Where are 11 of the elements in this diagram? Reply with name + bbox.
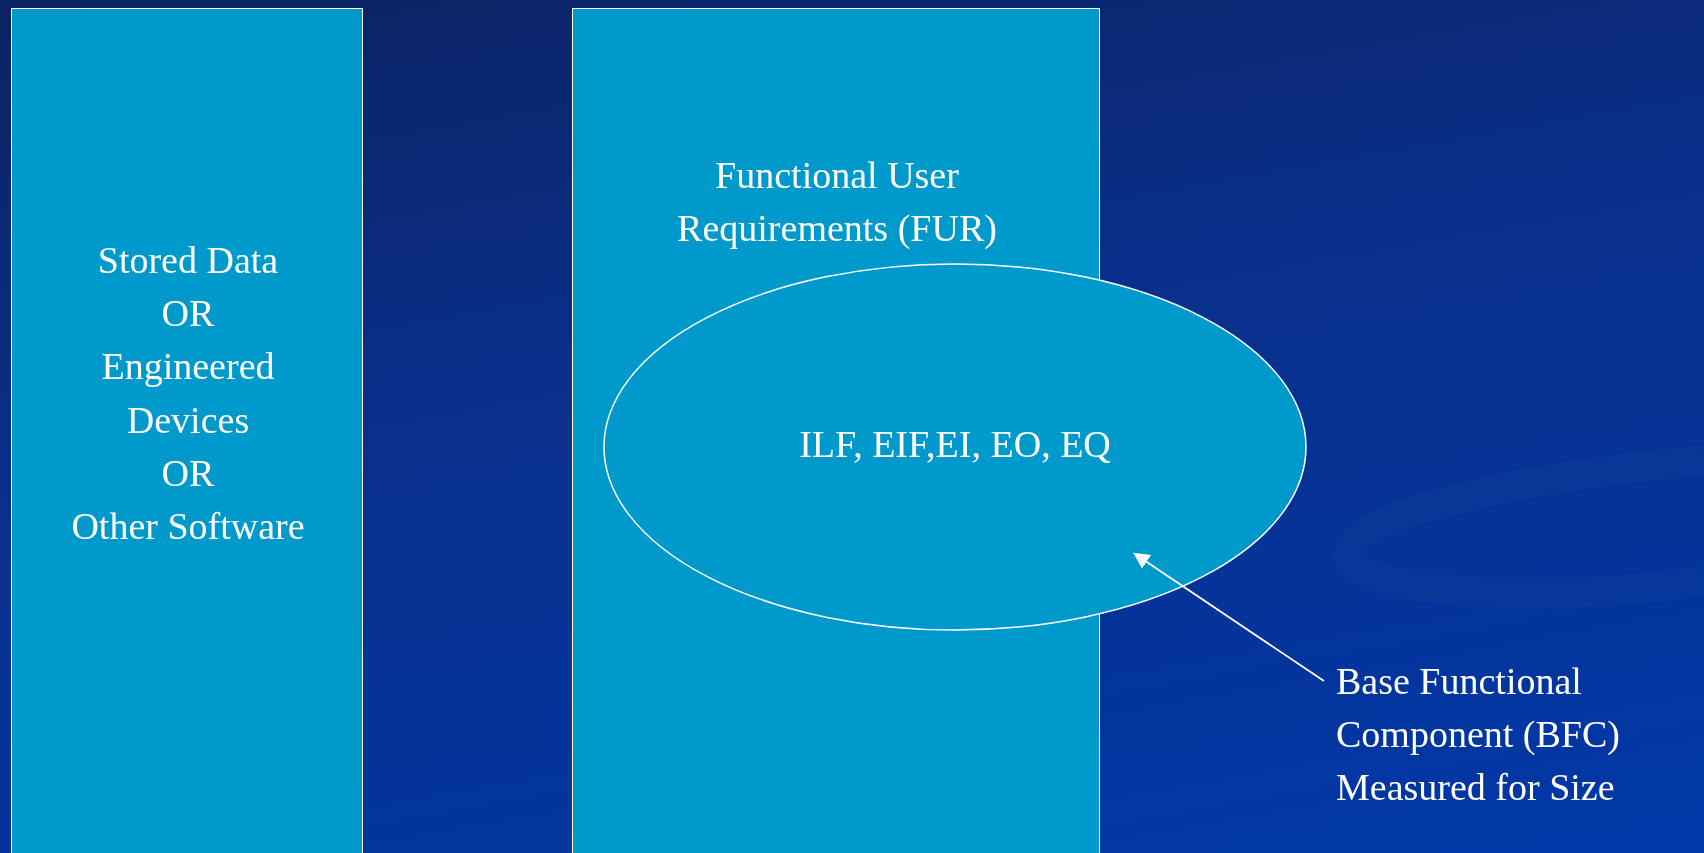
panel-label: OR (160, 291, 216, 337)
panel-label: OR (160, 450, 216, 496)
component-ellipse (603, 263, 1307, 631)
arrow (1133, 552, 1325, 682)
panel-label: Engineered Devices (100, 344, 276, 443)
callout-label: Base Functional Component (BFC) Measured for Size (1336, 659, 1621, 811)
component-list: ILF, EIF,EI, EO, EQ (655, 418, 1255, 472)
panel-label: Functional User Requirements (FUR) (676, 153, 998, 252)
panel-label: Stored Data (96, 238, 280, 283)
panel-box (11, 8, 363, 853)
panel-label: Other Software (70, 503, 306, 549)
